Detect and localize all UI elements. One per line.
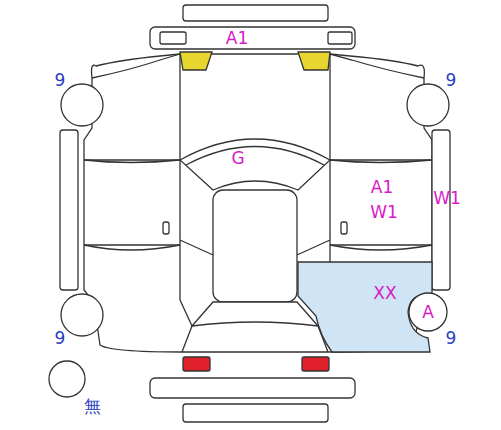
door-handle bbox=[163, 222, 169, 234]
part-code: W1 bbox=[433, 190, 461, 207]
fog-lamp bbox=[160, 32, 186, 44]
tire bbox=[61, 84, 103, 126]
tire-number: 9 bbox=[446, 330, 457, 347]
tire bbox=[407, 84, 449, 126]
wheel-circle-outline bbox=[409, 293, 447, 331]
side-sill bbox=[60, 130, 78, 290]
node-label: A bbox=[422, 304, 434, 321]
tire bbox=[61, 294, 103, 336]
part-code: W1 bbox=[370, 204, 398, 221]
roof bbox=[213, 190, 297, 302]
fender-line bbox=[92, 54, 180, 78]
windshield bbox=[180, 139, 330, 190]
tire-number: 9 bbox=[55, 72, 66, 89]
fog-lamp bbox=[328, 32, 352, 44]
rear-bumper bbox=[150, 378, 355, 398]
node-label: 無 bbox=[84, 398, 101, 415]
side-sill bbox=[432, 130, 450, 290]
spare-tire-circle: 無 bbox=[48, 360, 86, 398]
pillar-line bbox=[180, 240, 330, 255]
spare-tire-circle-outline bbox=[49, 361, 85, 397]
part-code: A1 bbox=[226, 30, 248, 47]
front-strip bbox=[183, 5, 328, 21]
tire-number: 9 bbox=[55, 330, 66, 347]
headlight bbox=[298, 52, 330, 70]
windshield-inner bbox=[186, 147, 324, 166]
node-label: XX bbox=[373, 285, 396, 302]
rear-window bbox=[192, 302, 318, 326]
wheel-circle: A bbox=[408, 292, 448, 332]
door-curve bbox=[84, 160, 180, 250]
part-code: G bbox=[231, 150, 244, 167]
tail-light bbox=[183, 357, 210, 371]
door-curve bbox=[330, 160, 432, 250]
fender-line bbox=[330, 54, 424, 78]
spare-tire-circle-shape bbox=[48, 360, 86, 398]
body-outline bbox=[84, 54, 432, 352]
part-code: A1 bbox=[371, 179, 393, 196]
tire-number: 9 bbox=[446, 72, 457, 89]
headlight bbox=[180, 52, 212, 70]
tail-light bbox=[302, 357, 329, 371]
rear-strip bbox=[183, 404, 328, 422]
trunk-line bbox=[180, 300, 330, 352]
door-handle bbox=[341, 222, 347, 234]
front-bumper bbox=[150, 27, 355, 49]
